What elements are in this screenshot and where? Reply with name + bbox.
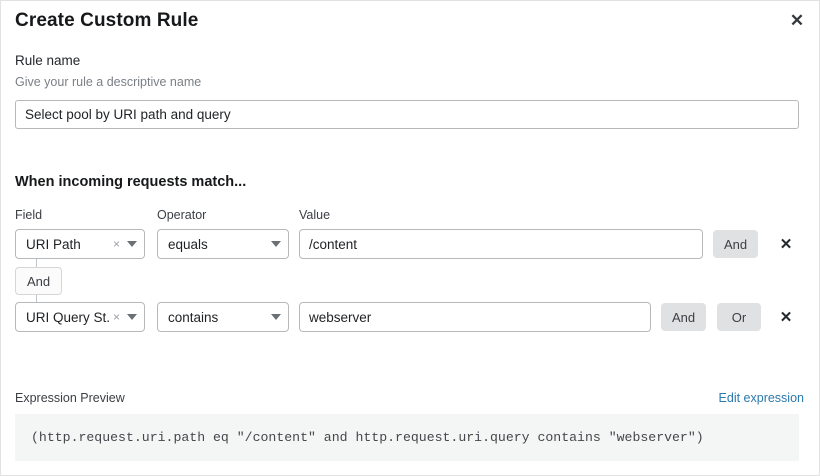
column-header-field: Field xyxy=(15,208,43,222)
operator-select-2-value: contains xyxy=(168,309,219,325)
delete-condition-icon-1[interactable]: ✕ xyxy=(773,231,799,257)
condition-row: URI Query St... × contains And Or ✕ xyxy=(1,302,820,332)
chevron-down-icon xyxy=(271,314,281,320)
expression-preview-box: (http.request.uri.path eq "/content" and… xyxy=(15,414,799,461)
clear-icon[interactable]: × xyxy=(112,237,120,251)
connector-and-badge[interactable]: And xyxy=(15,267,63,295)
edit-expression-link[interactable]: Edit expression xyxy=(718,391,804,405)
expression-preview-label: Expression Preview xyxy=(15,391,125,405)
condition-connector: And xyxy=(1,259,121,303)
dialog-title: Create Custom Rule xyxy=(15,10,199,31)
field-select-1[interactable]: URI Path × xyxy=(15,229,145,259)
expression-preview-text: (http.request.uri.path eq "/content" and… xyxy=(31,430,704,445)
connector-line-bottom xyxy=(36,295,37,303)
column-header-operator: Operator xyxy=(157,208,207,222)
clear-icon[interactable]: × xyxy=(112,310,120,324)
value-input-2[interactable] xyxy=(299,302,651,332)
and-button-1[interactable]: And xyxy=(713,230,759,258)
and-button-2[interactable]: And xyxy=(661,303,707,331)
rule-name-helper-text: Give your rule a descriptive name xyxy=(15,75,202,89)
field-select-2-value: URI Query St... xyxy=(26,309,109,325)
rule-name-input[interactable] xyxy=(15,100,799,129)
or-button-2[interactable]: Or xyxy=(717,303,761,331)
operator-select-2[interactable]: contains xyxy=(157,302,289,332)
delete-condition-icon-2[interactable]: ✕ xyxy=(773,304,799,330)
operator-select-1[interactable]: equals xyxy=(157,229,289,259)
column-header-value: Value xyxy=(299,208,331,222)
rule-name-label: Rule name xyxy=(15,53,81,68)
operator-select-1-value: equals xyxy=(168,236,208,252)
field-select-1-value: URI Path xyxy=(26,236,81,252)
chevron-down-icon xyxy=(127,314,137,320)
chevron-down-icon xyxy=(127,241,137,247)
field-select-2[interactable]: URI Query St... × xyxy=(15,302,145,332)
chevron-down-icon xyxy=(271,241,281,247)
close-icon[interactable]: ✕ xyxy=(785,8,809,32)
conditions-heading: When incoming requests match... xyxy=(15,174,247,190)
connector-line-top xyxy=(36,259,37,267)
value-input-1[interactable] xyxy=(299,229,703,259)
condition-row: URI Path × equals And ✕ xyxy=(1,229,820,259)
